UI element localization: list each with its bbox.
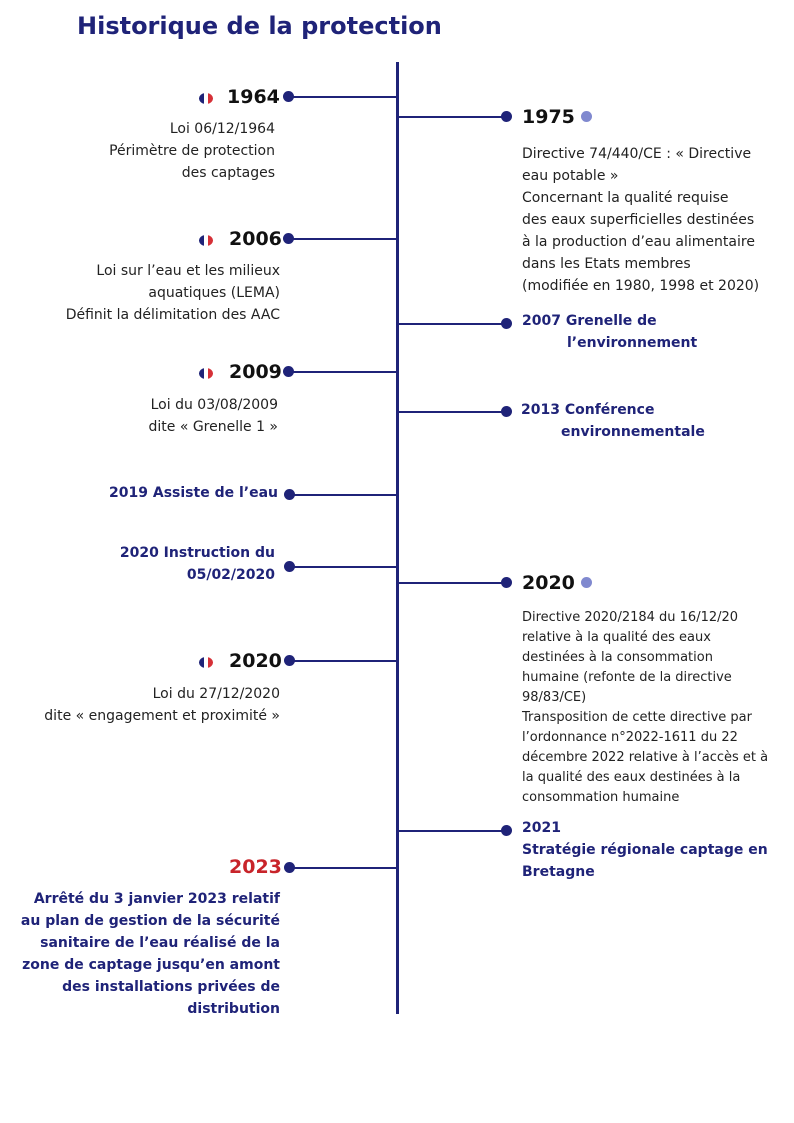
timeline-dot	[284, 862, 295, 873]
event-year: 1964	[227, 86, 280, 108]
timeline-dot	[501, 577, 512, 588]
connector-line	[397, 582, 507, 584]
event-description: Loi du 27/12/2020 dite « engagement et p…	[44, 686, 280, 724]
event-year: 2020	[229, 650, 282, 672]
connector-line	[292, 371, 397, 373]
connector-line	[397, 116, 507, 118]
event-year: 2023	[229, 856, 282, 878]
event-year: 2006	[229, 228, 282, 250]
timeline-dot	[283, 91, 294, 102]
event-label: 2021 Stratégie régionale captage en Bret…	[522, 820, 768, 880]
french-flag-icon	[199, 368, 213, 379]
connector-line	[292, 494, 397, 496]
timeline-dot	[284, 489, 295, 500]
event-description: Loi 06/12/1964 Périmètre de protection d…	[109, 121, 275, 181]
connector-line	[292, 238, 397, 240]
connector-line	[292, 660, 397, 662]
indicator-dot	[581, 111, 592, 122]
timeline-dot	[284, 655, 295, 666]
connector-line	[397, 830, 507, 832]
event-label: Arrêté du 3 janvier 2023 relatif au plan…	[20, 891, 280, 1017]
timeline-dot	[501, 318, 512, 329]
connector-line	[292, 867, 397, 869]
event-description: Loi sur l’eau et les milieux aquatiques …	[65, 263, 280, 323]
event-description: Loi du 03/08/2009 dite « Grenelle 1 »	[148, 397, 278, 435]
event-label: 2007 Grenelle de l’environnement	[522, 313, 698, 351]
connector-line	[292, 96, 397, 98]
french-flag-icon	[199, 93, 213, 104]
connector-line	[397, 323, 507, 325]
french-flag-icon	[199, 657, 213, 668]
connector-line	[397, 411, 507, 413]
french-flag-icon	[199, 235, 213, 246]
timeline-dot	[284, 561, 295, 572]
timeline-dot	[501, 825, 512, 836]
connector-line	[292, 566, 397, 568]
event-year: 1975	[522, 106, 575, 128]
event-label: 2019 Assiste de l’eau	[109, 485, 278, 501]
timeline-dot	[283, 366, 294, 377]
event-year: 2009	[229, 361, 282, 383]
event-description: Directive 74/440/CE : « Directive eau po…	[522, 146, 760, 294]
event-description: Directive 2020/2184 du 16/12/20 relative…	[522, 610, 769, 805]
page-title: Historique de la protection	[77, 12, 442, 40]
timeline-axis	[396, 62, 399, 1014]
event-label: 2013 Conférence environnementale	[521, 402, 705, 440]
event-label: 2020 Instruction du 05/02/2020	[119, 545, 275, 583]
event-year: 2020	[522, 572, 575, 594]
indicator-dot	[581, 577, 592, 588]
timeline-dot	[501, 406, 512, 417]
timeline-dot	[283, 233, 294, 244]
timeline-dot	[501, 111, 512, 122]
